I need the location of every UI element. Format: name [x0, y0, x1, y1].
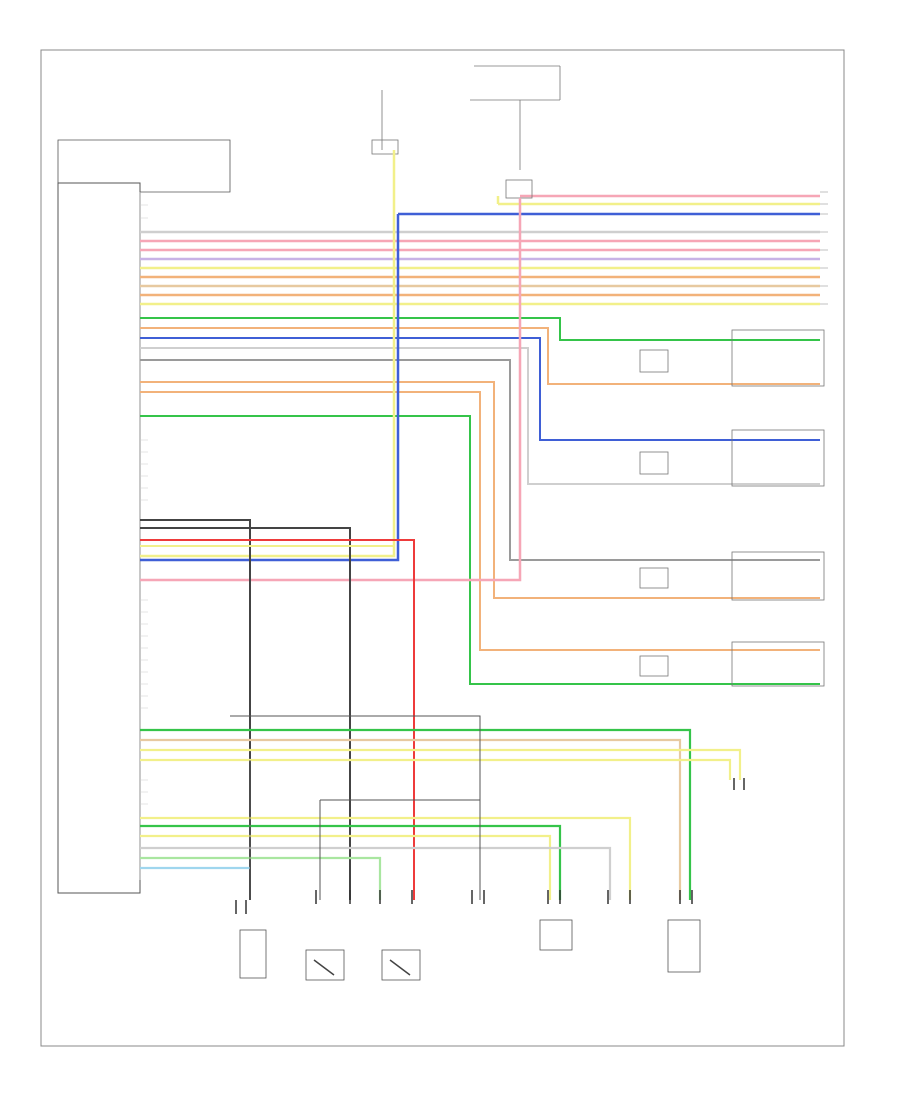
mid-harness-wires [140, 317, 820, 685]
seatbelt-harness [140, 519, 415, 900]
module-header-box [57, 139, 231, 193]
mid-connectors [230, 715, 481, 900]
bottom-components [239, 919, 701, 981]
left-inflatable-restraint-assembly [731, 329, 825, 387]
passenger-seat-belt-switch [381, 949, 421, 981]
left-seat-position-sensor [539, 919, 573, 951]
lower-harness-wires [140, 728, 742, 900]
front-passenger-presence-sensor [239, 929, 267, 979]
sensing-diagnostic-module-box [57, 182, 141, 894]
module-pin-ticks [140, 204, 148, 805]
right-assemblies [639, 329, 825, 687]
right-seat-position-sensor [667, 919, 701, 973]
right-seat-belt-pretensioner [731, 641, 825, 687]
right-edge-ticks [820, 191, 828, 305]
left-seat-belt-pretensioner [731, 551, 825, 601]
top-components [371, 65, 561, 199]
driver-seat-belt-switch [305, 949, 345, 981]
bottom-connector-stubs [235, 778, 745, 914]
diagram-frame [40, 49, 845, 1047]
right-inflatable-restraint-assembly [731, 429, 825, 487]
top-droppers [140, 150, 522, 582]
top-harness-wires [140, 194, 820, 306]
